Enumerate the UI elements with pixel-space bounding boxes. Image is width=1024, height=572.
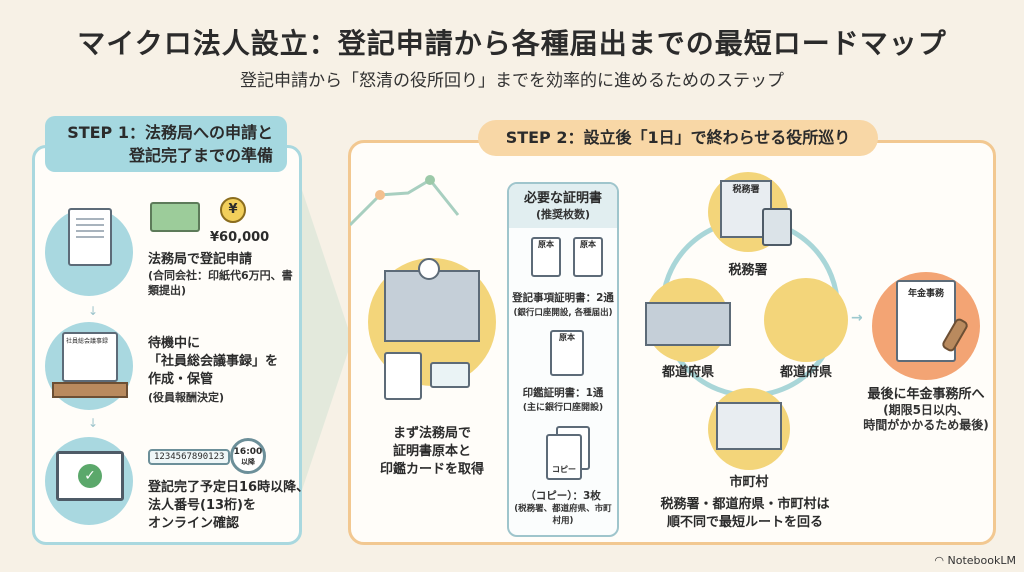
office-label-prefecture: 都道府県 [779,365,832,380]
original-doc-icon: 原本 [531,237,561,277]
step1-item2-note: (役員報酬決定) [148,391,225,404]
cash-icon [150,202,200,232]
desk-icon [52,382,128,398]
line: 「社員総会議事録」を [148,354,279,369]
city-hall-building-icon [716,402,782,450]
line: まず法務局で [392,426,471,441]
calculator-icon [762,208,792,246]
cert-item-note: (銀行口座開設, 各種届出) [513,308,613,318]
step1-item3-text: 登記完了予定日16時以降、 法人番号(13桁)を オンライン確認 [148,479,309,533]
original-doc-icon: 原本 [550,330,584,376]
brand-watermark: ◠ NotebookLM [934,554,1016,567]
trend-point [425,175,435,185]
yen-coin-icon: ¥ [220,197,246,223]
trend-line [350,178,460,227]
original-doc-icon: 原本 [573,237,603,277]
route-note: 税務署・都道府県・市町村は 順不同で最短ルートを回る [640,496,850,532]
line: 最後に年金事務所へ [867,387,985,402]
office-label-city: 市町村 [729,475,769,490]
step2-caption: まず法務局で 証明書原本と 印鑑カードを取得 [368,425,496,479]
clock-sub: 以降 [241,458,255,466]
cert-item-name: （コピー）：3枚 [525,490,601,502]
line: 登記完了予定日16時以降、 [148,480,310,495]
line: オンライン確認 [148,516,240,531]
step1-item1-title: 法務局で登記申請 [148,252,253,267]
cert-box-subtitle: (推奨枚数) [535,208,591,221]
office-label-prefecture: 都道府県 [661,365,714,380]
page-title: マイクロ法人設立：登記申請から各種届出までの最短ロードマップ [77,27,947,60]
pension-note: 最後に年金事務所へ (期限5日以内、 時間がかかるため最後) [856,386,996,433]
page-subtitle: 登記申請から「怒清の役所回り」までを効率的に進めるためのステップ [240,71,784,91]
step1-item1-note: (合同会社：印紙代6万円、書類提出) [148,269,293,297]
line: 証明書原本と [392,444,471,459]
prefecture-office-circle [764,278,848,362]
cert-item-note: (主に銀行口座開設) [522,403,604,413]
cert-item-name: 登記事項証明書：2通 [512,292,614,304]
line: (期限5日以内、 [883,403,969,417]
line: 時間がかかるため最後) [863,418,989,432]
pension-form-icon: 年金事務 [896,280,956,362]
right-arrow-icon: → [851,310,863,326]
step2-header: STEP 2：設立後「1日」で終わらせる役所巡り [478,120,878,156]
monitor-icon: ✓ [56,451,124,501]
corporate-number-box: 1234567890123 [148,449,231,465]
certificate-document-icon [384,352,422,400]
check-icon: ✓ [78,464,102,488]
prefecture-building-icon [645,302,731,346]
growth-chart-icon [350,175,460,227]
line: 待機中に [148,336,201,351]
line: 印鑑カードを取得 [379,462,484,477]
fee-amount: ¥60,000 [210,230,270,245]
flow-chevron-icon [302,190,352,490]
step1-item2-text: 待機中に 「社員総会議事録」を 作成・保管 [148,335,278,389]
step1-header-line2: 登記完了までの準備 [128,146,273,165]
cert-item-note: (税務署、都道府県、市町村用) [514,504,612,526]
line: 作成・保管 [148,372,214,387]
trend-point [375,190,385,200]
down-arrow-icon: ↓ [88,304,99,318]
office-label-tax: 税務署 [728,263,768,278]
clock-tower-icon [418,258,440,280]
seal-card-icon [430,362,470,388]
copy-doc-icon: コピー [546,434,582,480]
clock-time: 16:00 [233,447,263,457]
step1-header: STEP 1：法務局への申請と 登記完了までの準備 [45,116,287,172]
cert-box-header: 必要な証明書 (推奨枚数) [509,184,617,228]
minutes-document-icon: 社員総会議事録 [62,332,118,382]
line: 法人番号(13桁)を [148,498,256,513]
line: 順不同で最短ルートを回る [666,515,823,530]
brand-name: NotebookLM [947,554,1016,567]
notebooklm-logo-icon: ◠ [934,554,948,567]
down-arrow-icon: ↓ [88,416,99,430]
line: 税務署・都道府県・市町村は [660,497,830,512]
document-icon [68,208,112,266]
cert-item-name: 印鑑証明書：1通 [522,387,604,399]
cert-box-title: 必要な証明書 [523,191,602,206]
legal-office-building-icon [384,270,480,342]
step1-header-line1: STEP 1：法務局への申請と [67,123,273,142]
